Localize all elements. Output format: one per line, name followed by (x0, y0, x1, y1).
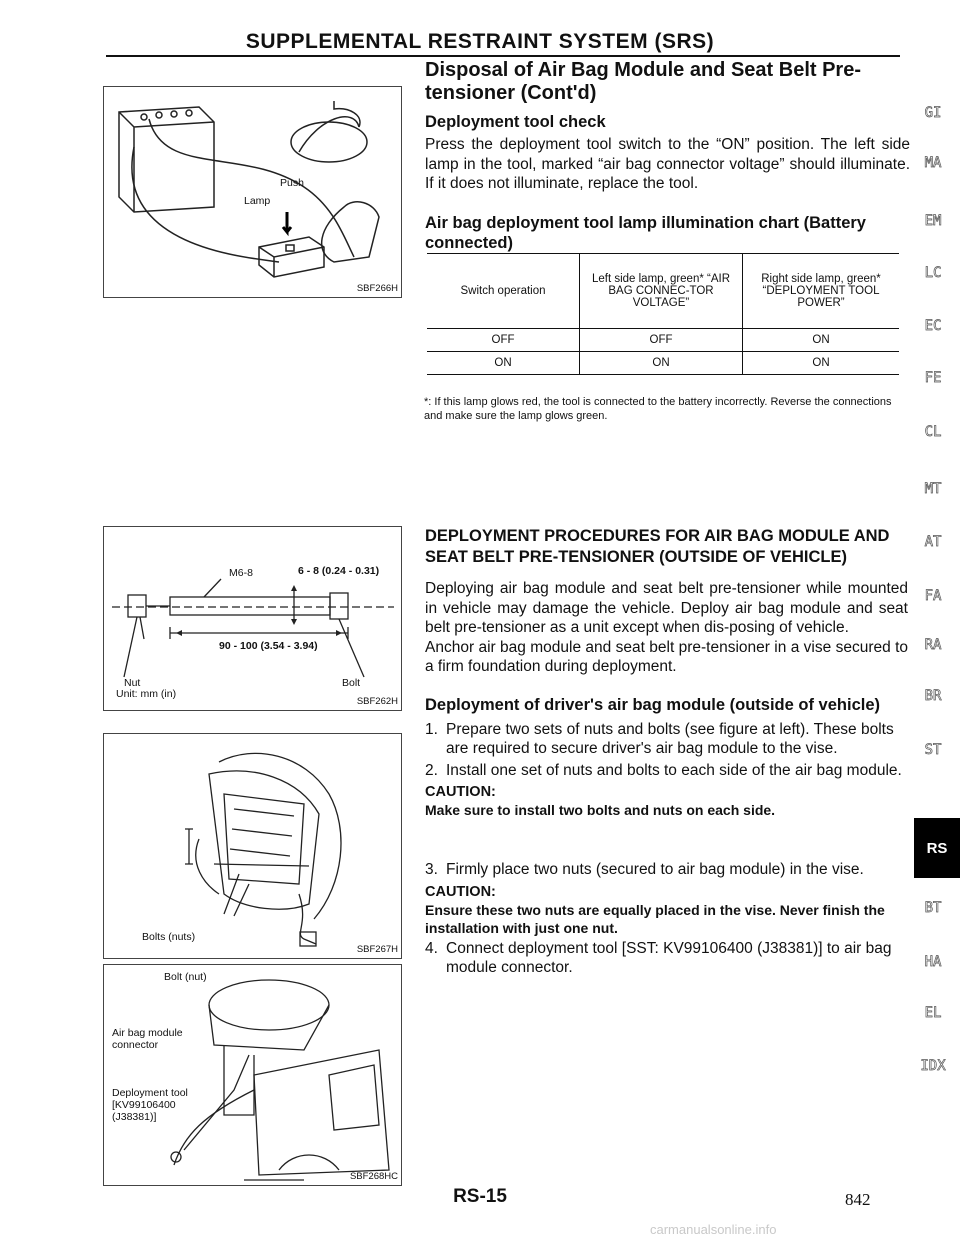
step-text: Install one set of nuts and bolts to eac… (446, 761, 902, 779)
table-header-row: Switch operation Left side lamp, green* … (427, 253, 899, 329)
procedures-heading: DEPLOYMENT PROCEDURES FOR AIR BAG MODULE… (425, 527, 890, 566)
figure-id: SBF267H (356, 944, 398, 955)
table-cell: ON (742, 328, 899, 352)
figure-bolt-dimensions: M6-8 6 - 8 (0.24 - 0.31) 90 - 100 (3.54 … (103, 526, 402, 711)
list-item: 2. Install one set of nuts and bolts to e… (425, 761, 908, 781)
procedures-block: DEPLOYMENT PROCEDURES FOR AIR BAG MODULE… (425, 526, 908, 980)
tab-st[interactable]: ST (924, 742, 942, 759)
step-number: 1. (425, 720, 438, 738)
tab-ec[interactable]: EC (924, 318, 942, 335)
figure-battery-tool: Lamp Push SBF266H (103, 86, 402, 298)
step-text: Firmly place two nuts (secured to air ba… (446, 861, 864, 878)
label-push: Push (280, 177, 304, 189)
col-switch: Switch operation (460, 285, 546, 297)
label-nut: Nut (124, 677, 141, 689)
step-number: 3. (425, 861, 438, 878)
table-footnote: *: If this lamp glows red, the tool is c… (424, 396, 892, 422)
watermark: carmanualsonline.info (650, 1222, 777, 1237)
page-header: SUPPLEMENTAL RESTRAINT SYSTEM (SRS) (245, 30, 715, 53)
caution2-label: CAUTION: (425, 883, 496, 900)
table-cell: ON (494, 357, 512, 369)
tab-el[interactable]: EL (924, 1005, 942, 1022)
table-row: OFF OFF ON (427, 328, 899, 352)
caution1-label: CAUTION: (425, 784, 496, 800)
label-tool-line1: Deployment tool (112, 1087, 188, 1099)
driver-step3: 3. Firmly place two nuts (secured to air … (425, 860, 908, 880)
tool-check-heading: Deployment tool check (425, 113, 606, 131)
step-number: 2. (425, 761, 438, 779)
header-rule (106, 55, 900, 57)
list-item: 1. Prepare two sets of nuts and bolts (se… (425, 720, 908, 759)
label-bolt-nut: Bolt (nut) (164, 971, 207, 983)
tab-em[interactable]: EM (924, 213, 942, 230)
label-connector-line2: connector (112, 1039, 159, 1051)
step-number: 4. (425, 939, 438, 957)
step-text: Prepare two sets of nuts and bolts (see … (446, 720, 894, 758)
col-left-lamp: Left side lamp, green* “AIR BAG CONNEC-T… (579, 253, 743, 329)
step-text: Connect deployment tool [SST: KV99106400… (446, 939, 892, 977)
label-unit: Unit: mm (in) (116, 688, 177, 700)
tab-ha[interactable]: HA (924, 954, 942, 971)
table-cell: OFF (579, 328, 743, 352)
caution2-text: Ensure these two nuts are equally placed… (425, 901, 885, 936)
label-connector-line1: Air bag module (112, 1027, 183, 1039)
table-cell: OFF (491, 334, 515, 346)
battery-tool-illustration (118, 101, 380, 278)
label-dim-thread: 6 - 8 (0.24 - 0.31) (298, 565, 380, 577)
vise-illustration (170, 979, 390, 1181)
figure-vise-tool: Bolt (nut) Air bag module connector Depl… (103, 964, 402, 1186)
module-bolts-illustration (185, 752, 342, 947)
bolt-illustration (112, 578, 394, 678)
tab-bt[interactable]: BT (924, 900, 942, 917)
tab-ma[interactable]: MA (924, 155, 942, 172)
tab-mt[interactable]: MT (924, 481, 942, 498)
tab-rs-active[interactable]: RS (914, 818, 960, 878)
tab-fa[interactable]: FA (924, 588, 942, 605)
label-tool-line3: (J38381)] (112, 1111, 157, 1123)
page-number: 842 (845, 1190, 871, 1209)
list-item: 4. Connect deployment tool [SST: KV991064… (425, 939, 908, 978)
driver-steps: 1. Prepare two sets of nuts and bolts (se… (425, 720, 908, 781)
label-bolts-nuts: Bolts (nuts) (142, 931, 196, 943)
col-right-lamp: Right side lamp, green* “DEPLOYMENT TOOL… (742, 253, 899, 329)
driver-step4: 4. Connect deployment tool [SST: KV991064… (425, 939, 908, 978)
tab-fe[interactable]: FE (924, 370, 942, 387)
driver-heading: Deployment of driver's air bag module (o… (425, 695, 881, 714)
caution1-text: Make sure to install two bolts and nuts … (425, 802, 776, 818)
figure-id: SBF262H (356, 696, 398, 707)
label-bolt: Bolt (342, 677, 361, 689)
label-dim-length: 90 - 100 (3.54 - 3.94) (219, 640, 318, 652)
table-row: ON ON ON (427, 351, 899, 375)
label-lamp: Lamp (244, 195, 271, 207)
tab-idx[interactable]: IDX (920, 1058, 946, 1075)
label-m6: M6-8 (229, 567, 253, 579)
section-title: Disposal of Air Bag Module and Seat Belt… (425, 59, 861, 104)
figure-id: SBF266H (356, 283, 398, 294)
procedures-para2: Anchor air bag module and seat belt pre-… (425, 638, 908, 676)
tab-ra[interactable]: RA (924, 637, 942, 654)
tab-br[interactable]: BR (924, 688, 942, 705)
chart-heading: Air bag deployment tool lamp illuminatio… (425, 213, 866, 252)
lamp-illumination-table: Switch operation Left side lamp, green* … (427, 253, 899, 375)
section-block: Disposal of Air Bag Module and Seat Belt… (425, 59, 910, 253)
page-label: RS-15 (453, 1186, 507, 1207)
tab-cl[interactable]: CL (924, 424, 942, 441)
procedures-para1: Deploying air bag module and seat belt p… (425, 580, 908, 636)
tab-lc[interactable]: LC (924, 265, 942, 282)
figure-module-bolts: Bolts (nuts) SBF267H (103, 733, 402, 959)
label-tool-line2: [KV99106400 (112, 1099, 176, 1111)
tool-check-text: Press the deployment tool switch to the … (425, 136, 910, 192)
figure-id: SBF268HC (349, 1171, 398, 1182)
list-item: 3. Firmly place two nuts (secured to air … (425, 860, 908, 880)
table-cell: ON (742, 351, 899, 375)
tab-gi[interactable]: GI (924, 105, 942, 122)
table-cell: ON (579, 351, 743, 375)
tab-at[interactable]: AT (924, 534, 942, 551)
